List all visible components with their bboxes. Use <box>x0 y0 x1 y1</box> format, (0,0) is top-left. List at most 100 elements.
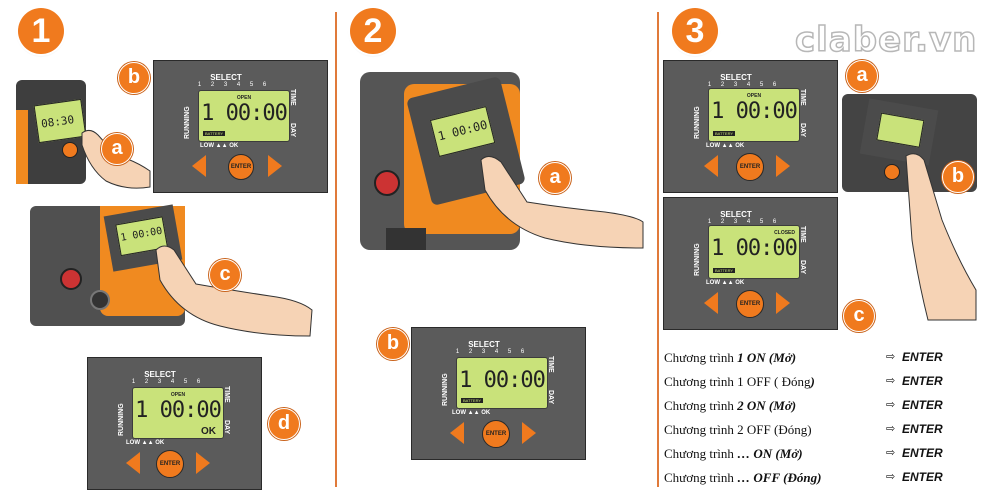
lcd-status-open: OPEN <box>236 95 252 101</box>
left-arrow-button[interactable] <box>704 292 718 314</box>
arrow-right-icon: ⇨ <box>886 375 896 387</box>
lcd-time-display: 1 00:00 <box>135 398 222 423</box>
enter-button[interactable]: ENTER <box>482 420 510 448</box>
battery-indicator: BATTERY <box>461 398 484 403</box>
select-label: SELECT <box>720 210 752 219</box>
program-numbers: 1 2 3 4 5 6 <box>131 379 205 385</box>
select-label: SELECT <box>144 370 176 379</box>
lcd-time-display: 1 00:00 <box>711 236 798 261</box>
program-numbers: 1 2 3 4 5 6 <box>707 82 781 88</box>
instruction-action: ENTER <box>902 374 943 388</box>
lcd-status-closed: CLOSED <box>774 230 795 236</box>
column-divider <box>335 12 337 487</box>
step-2-number: 2 <box>350 8 396 54</box>
control-panel: SELECT 1 2 3 4 5 6 RUNNING TIME DAY 1 00… <box>411 327 586 460</box>
instruction-row: Chương trình 1 OFF ( Đóng) ⇨ ENTER <box>664 374 964 392</box>
brand-badge-icon <box>374 170 400 196</box>
lcd-screen: CLOSED 1 00:00 BATTERY <box>708 225 800 279</box>
time-label: TIME <box>799 89 806 106</box>
lcd-time-display: 1 00:00 <box>459 368 546 393</box>
battery-indicator: BATTERY <box>713 268 736 273</box>
device-lcd <box>876 112 925 148</box>
instruction-action: ENTER <box>902 446 943 460</box>
instruction-text: Chương trình <box>664 350 738 365</box>
enter-button[interactable]: ENTER <box>736 153 764 181</box>
badge-c: c <box>209 259 241 291</box>
instruction-action: ENTER <box>902 350 943 364</box>
program-numbers: 1 2 3 4 5 6 <box>197 82 271 88</box>
control-panel: SELECT 1 2 3 4 5 6 RUNNING TIME DAY OPEN… <box>663 60 838 193</box>
device-lcd-time: 1 00:00 <box>436 117 489 144</box>
instruction-row: Chương trình … OFF (Đóng) ⇨ ENTER <box>664 470 964 488</box>
battery-level-label: LOW ▲▲ OK <box>706 143 745 149</box>
right-arrow-button[interactable] <box>268 155 282 177</box>
left-arrow-button[interactable] <box>126 452 140 474</box>
left-arrow-button[interactable] <box>192 155 206 177</box>
day-label: DAY <box>289 123 296 138</box>
finger-hand-illustration <box>905 153 977 321</box>
lcd-status-open: OPEN <box>746 93 762 99</box>
left-arrow-button[interactable] <box>704 155 718 177</box>
running-label: RUNNING <box>694 106 701 139</box>
enter-button[interactable]: ENTER <box>156 450 184 478</box>
column-divider <box>657 12 659 487</box>
arrow-right-icon: ⇨ <box>886 447 896 459</box>
device-lcd-time: 08:30 <box>40 113 75 131</box>
instruction-text: Chương trình <box>664 446 738 461</box>
program-numbers: 1 2 3 4 5 6 <box>455 349 529 355</box>
badge-a: a <box>101 133 133 165</box>
finger-hand-illustration <box>155 245 313 337</box>
badge-b: b <box>942 161 974 193</box>
step-1-number: 1 <box>18 8 64 54</box>
enter-button[interactable]: ENTER <box>228 154 254 180</box>
time-label: TIME <box>223 386 230 403</box>
instruction-emphasis: 1 ON (Mở) <box>737 350 797 365</box>
arrow-right-icon: ⇨ <box>886 351 896 363</box>
battery-level-label: LOW ▲▲ OK <box>452 410 491 416</box>
day-label: DAY <box>223 420 230 435</box>
select-label: SELECT <box>720 73 752 82</box>
instruction-action: ENTER <box>902 398 943 412</box>
battery-level-label: LOW ▲▲ OK <box>126 440 165 446</box>
lcd-status-open: OPEN <box>170 392 186 398</box>
instruction-row: Chương trình 2 OFF (Đóng) ⇨ ENTER <box>664 422 964 440</box>
device-hose-connector <box>386 228 426 250</box>
badge-a: a <box>846 60 878 92</box>
instruction-emphasis: ) <box>810 374 815 389</box>
day-label: DAY <box>799 260 806 275</box>
badge-a: a <box>539 162 571 194</box>
timer-device-photo: 08:30 <box>16 80 87 184</box>
battery-indicator: BATTERY <box>713 131 736 136</box>
instruction-emphasis: 2 ON (Mở) <box>737 398 797 413</box>
time-label: TIME <box>799 226 806 243</box>
arrow-right-icon: ⇨ <box>886 471 896 483</box>
lcd-time-display: 1 00:00 <box>201 101 288 126</box>
right-arrow-button[interactable] <box>776 155 790 177</box>
select-label: SELECT <box>468 340 500 349</box>
badge-d: d <box>268 408 300 440</box>
right-arrow-button[interactable] <box>196 452 210 474</box>
enter-button[interactable]: ENTER <box>736 290 764 318</box>
select-label: SELECT <box>210 73 242 82</box>
control-panel: SELECT 1 2 3 4 5 6 RUNNING TIME DAY OPEN… <box>87 357 262 490</box>
badge-c: c <box>843 300 875 332</box>
instruction-text: Chương trình 1 OFF ( Đóng <box>664 374 811 389</box>
right-arrow-button[interactable] <box>776 292 790 314</box>
badge-b: b <box>377 328 409 360</box>
right-arrow-button[interactable] <box>522 422 536 444</box>
instruction-row: Chương trình 1 ON (Mở) ⇨ ENTER <box>664 350 964 368</box>
device-enter-button[interactable] <box>884 164 900 180</box>
instruction-emphasis: … ON (Mở) <box>737 446 803 461</box>
day-label: DAY <box>799 123 806 138</box>
time-label: TIME <box>289 89 296 106</box>
instruction-text: Chương trình 2 OFF (Đóng) <box>664 422 812 437</box>
instruction-action: ENTER <box>902 422 943 436</box>
device-enter-button[interactable] <box>62 142 78 158</box>
lcd-ok-indicator: OK <box>201 426 216 437</box>
lcd-screen: OPEN 1 00:00 BATTERY <box>198 90 290 142</box>
battery-level-label: LOW ▲▲ OK <box>200 143 239 149</box>
left-arrow-button[interactable] <box>450 422 464 444</box>
brand-badge-icon <box>60 268 82 290</box>
arrow-right-icon: ⇨ <box>886 399 896 411</box>
battery-indicator: BATTERY <box>203 131 226 136</box>
